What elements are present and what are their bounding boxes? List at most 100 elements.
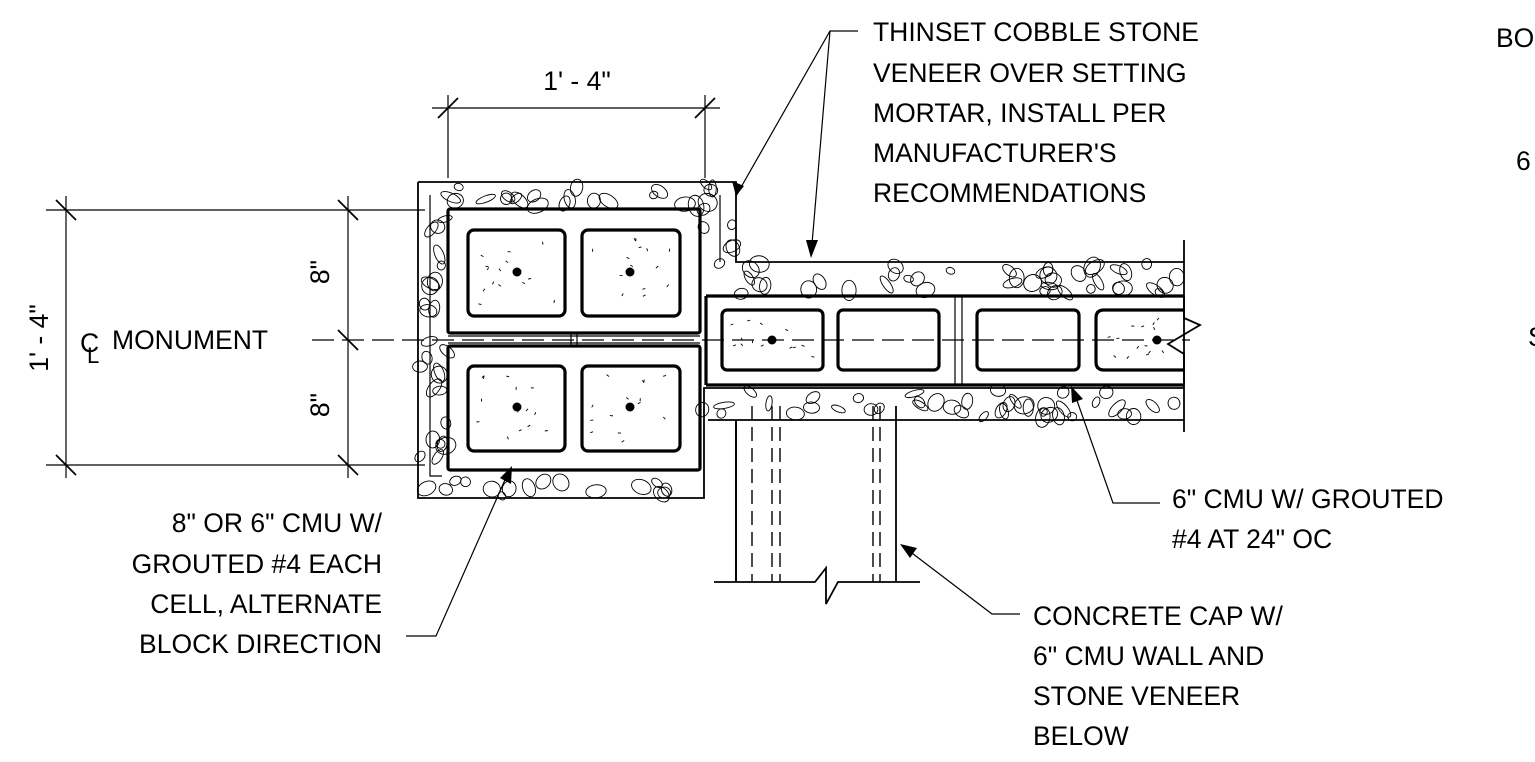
cobble-stone (435, 438, 446, 449)
cobble-stone (697, 221, 710, 234)
cobble-stone (438, 483, 453, 496)
edge-fragment-s: S (1528, 322, 1535, 352)
cobble-stone (440, 191, 461, 204)
grout-speck (621, 440, 625, 443)
note-veneer-line-5: RECOMMENDATIONS (873, 178, 1146, 208)
cobble-stone (439, 344, 455, 359)
cobble-stone (994, 402, 1008, 419)
note-concrete-cap-line-2: 6" CMU WALL AND (1033, 641, 1264, 671)
cobble-stone (785, 406, 805, 421)
grout-speck (759, 322, 763, 325)
grout-speck (1107, 336, 1111, 338)
cobble-stone (1035, 266, 1054, 279)
cobble-stone (887, 267, 901, 282)
grout-speck (481, 375, 485, 378)
cobble-stone (953, 405, 970, 419)
cobble-stone (904, 389, 925, 399)
centerline-label: MONUMENT (112, 325, 268, 355)
cobble-stone (1086, 284, 1096, 294)
grout-speck (590, 431, 594, 434)
cobble-stone (912, 399, 929, 412)
dimension-left: 1' - 4" (24, 196, 425, 478)
cobble-stone (696, 202, 711, 216)
note-concrete-cap: CONCRETE CAP W/ 6" CMU WALL AND STONE VE… (1033, 601, 1283, 751)
cobble-stone (420, 336, 438, 347)
grout-speck (747, 319, 751, 322)
note-veneer-line-2: VENEER OVER SETTING (873, 58, 1187, 88)
cobble-stone (418, 297, 431, 311)
dimension-upper-label: 8" (305, 260, 335, 284)
grout-speck (792, 346, 796, 349)
cobble-stone (1085, 259, 1105, 276)
cobble-stone (651, 477, 663, 489)
cobble-stone (425, 378, 443, 398)
grout-speck (498, 284, 502, 287)
note-cmu-column: 8" OR 6" CMU W/ GROUTED #4 EACH CELL, AL… (132, 508, 383, 659)
cobble-stone (1125, 408, 1142, 425)
cobble-stone (1167, 396, 1181, 410)
cobble-stone (700, 178, 713, 191)
cobble-stone (412, 360, 428, 373)
cobble-stone (436, 260, 446, 271)
cobble-stone (800, 280, 818, 299)
cobble-stone (1168, 267, 1185, 287)
note-cmu-column-line-3: CELL, ALTERNATE (150, 589, 382, 619)
grout-speck (542, 241, 544, 245)
cobble-stone (521, 478, 536, 498)
centerline: C L MONUMENT (80, 325, 1190, 368)
cobble-stone (1091, 272, 1105, 291)
cobble-stone (558, 195, 571, 212)
note-cmu-wall: 6" CMU W/ GROUTED #4 AT 24" OC (1172, 484, 1443, 554)
cobble-stone (1141, 258, 1153, 270)
grout-speck (1126, 356, 1130, 359)
cobble-stone (903, 274, 914, 283)
cobble-stone (733, 287, 749, 300)
grout-speck (646, 248, 649, 252)
cmu-column (446, 207, 1164, 472)
cobble-stone (585, 484, 607, 499)
grout-speck (525, 408, 529, 412)
cobble-stone (914, 395, 926, 409)
cobble-stone (1037, 397, 1056, 415)
cobble-stone (416, 480, 437, 497)
cobble-stone (433, 362, 446, 382)
cobble-stone (433, 244, 446, 265)
grout-texture (476, 237, 1164, 443)
grout-speck (662, 374, 667, 377)
grout-speck (662, 416, 666, 420)
cobble-stone (552, 473, 570, 492)
cobble-stone (569, 178, 584, 197)
cobble-stone (674, 196, 696, 212)
cobble-stone (1039, 407, 1048, 417)
cobble-stone (1035, 407, 1051, 428)
cobble-stone (708, 179, 717, 198)
cobble-stone (910, 271, 925, 287)
cobble-stone (999, 402, 1009, 420)
cmu-wall (704, 240, 1202, 432)
cobble-stone (651, 183, 669, 199)
cobble-stone (509, 192, 523, 205)
dimension-top-label: 1' - 4" (543, 66, 611, 96)
cobble-stone (841, 279, 857, 301)
grout-speck (478, 303, 482, 306)
cobble-stone (961, 392, 974, 410)
grout-speck (498, 268, 502, 272)
cobble-stone (759, 276, 772, 295)
cobble-stone (725, 239, 741, 257)
grout-speck (666, 284, 670, 288)
cobble-stone (1040, 281, 1058, 291)
cobble-stone-texture (412, 178, 1185, 503)
cobble-stone (657, 486, 671, 499)
note-cmu-column-line-2: GROUTED #4 EACH (132, 549, 382, 579)
cobble-stone (852, 393, 865, 404)
grout-speck (1153, 326, 1156, 331)
grout-speck (1161, 350, 1164, 354)
grout-speck (1141, 325, 1145, 328)
cobble-stone (500, 192, 513, 205)
cobble-stone (741, 260, 760, 279)
cobble-stone (430, 219, 446, 234)
cobble-stone (1008, 267, 1025, 289)
grout-speck (606, 374, 610, 377)
cobble-stone (598, 192, 619, 210)
